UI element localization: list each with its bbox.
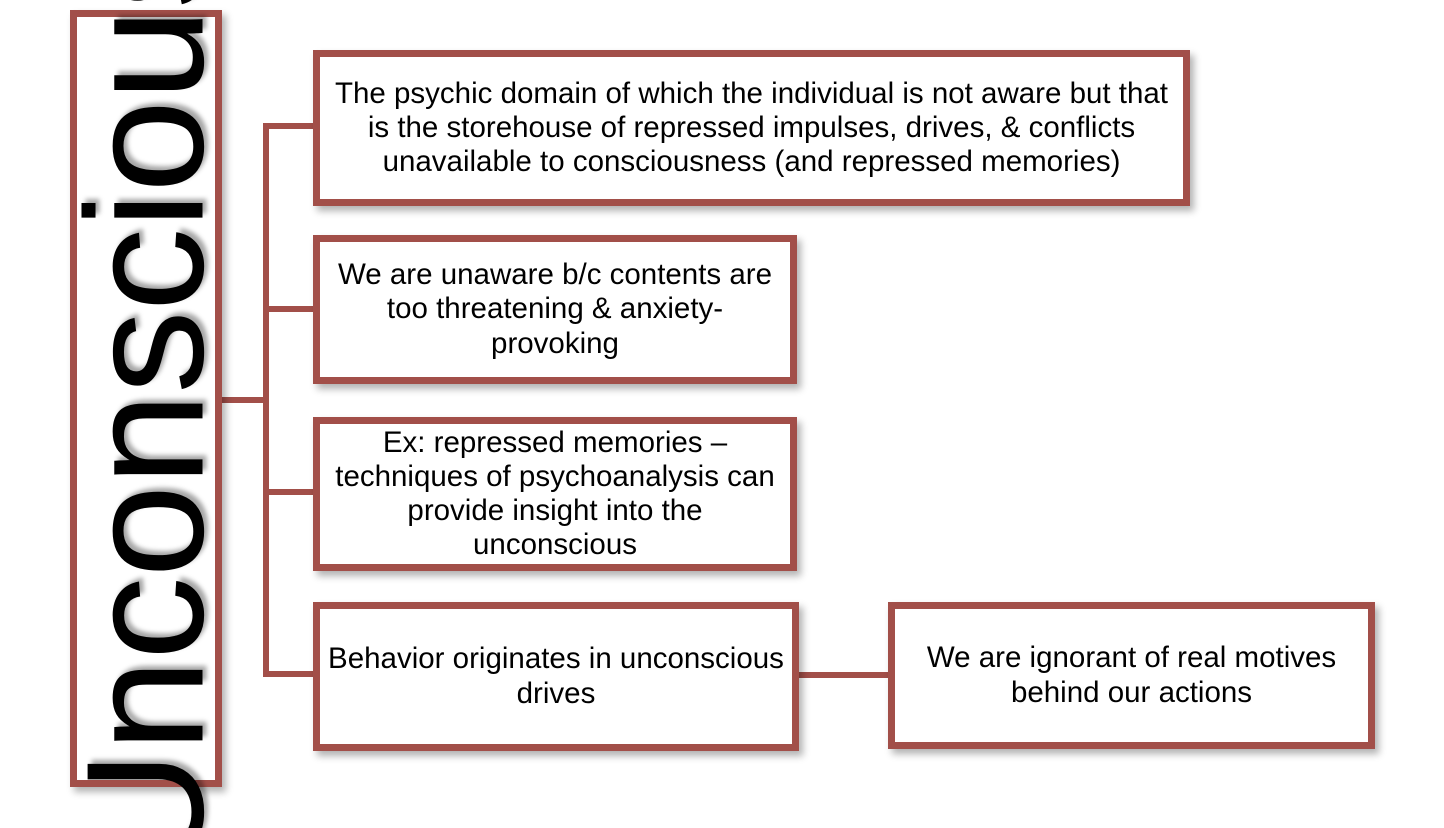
connector-branch-1 — [263, 123, 317, 129]
node-box-behavior[interactable]: Behavior originates in unconscious drive… — [313, 602, 799, 751]
node-box-behavior-label: Behavior originates in unconscious drive… — [328, 642, 784, 710]
node-box-definition[interactable]: The psychic domain of which the individu… — [313, 50, 1190, 206]
node-box-ignorance-label: We are ignorant of real motives behind o… — [926, 641, 1337, 709]
connector-branch-4 — [263, 671, 317, 677]
connector-node4-to-node5 — [795, 672, 891, 678]
connector-root-stub — [219, 397, 269, 403]
node-box-unawareness-label: We are unaware b/c contents are too thre… — [337, 258, 772, 360]
connector-trunk — [263, 123, 269, 677]
node-box-ignorance[interactable]: We are ignorant of real motives behind o… — [888, 602, 1375, 749]
root-node-unconscious[interactable]: Unconscious — [53, 0, 239, 828]
node-box-definition-label: The psychic domain of which the individu… — [334, 76, 1168, 179]
connector-branch-2 — [263, 306, 317, 312]
node-box-unawareness[interactable]: We are unaware b/c contents are too thre… — [313, 235, 797, 384]
node-box-example[interactable]: Ex: repressed memories – techniques of p… — [313, 417, 797, 571]
connector-branch-3 — [263, 489, 317, 495]
node-box-example-label: Ex: repressed memories – techniques of p… — [335, 425, 775, 562]
root-node-label: Unconscious — [52, 0, 239, 828]
